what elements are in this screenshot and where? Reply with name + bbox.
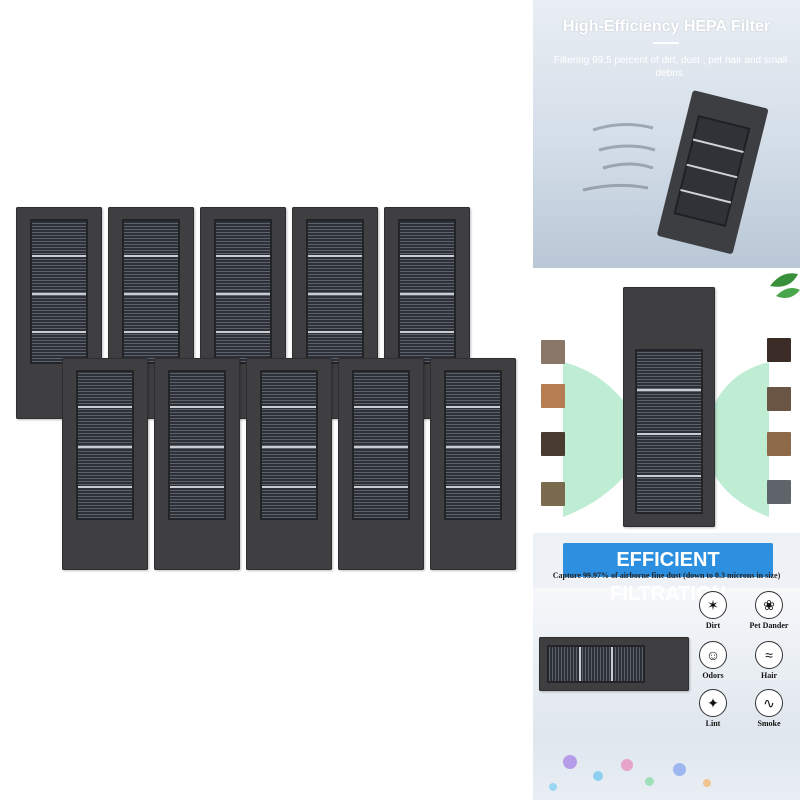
particle [703, 779, 711, 787]
filter-pack-image [16, 207, 516, 570]
photo-left-3 [541, 432, 565, 456]
filtration-caption: Capture 99.97% of airborne fine dust (do… [552, 571, 781, 580]
particle [563, 755, 577, 769]
paw-icon: ❀ [755, 591, 783, 619]
shirt-icon: ✦ [699, 689, 727, 717]
filter-back-5 [384, 207, 470, 419]
photo-left-4 [541, 482, 565, 506]
particle [549, 783, 557, 791]
feature-lint: ✦ Lint [683, 689, 743, 728]
broom-icon: ✶ [699, 591, 727, 619]
title-underline [653, 42, 679, 44]
smoke-icon: ∿ [755, 689, 783, 717]
airflow-wave-icon [563, 362, 769, 517]
particle [621, 759, 633, 771]
efficient-filtration-panel: EFFICIENT FILTRATION Capture 99.97% of a… [533, 533, 800, 800]
particle [673, 763, 686, 776]
filter-back-4 [292, 207, 378, 419]
filter-front-2 [154, 358, 240, 570]
photo-right-1 [767, 338, 791, 362]
face-icon: ☺ [699, 641, 727, 669]
filter-large [623, 287, 715, 527]
photo-right-2 [767, 387, 791, 411]
photo-right-4 [767, 480, 791, 504]
leaf-decoration-icon [770, 273, 800, 298]
filter-front-3 [246, 358, 332, 570]
filter-front-4 [338, 358, 424, 570]
feature-smoke: ∿ Smoke [739, 689, 799, 728]
hair-icon: ≈ [755, 641, 783, 669]
hepa-subtitle: Filtering 99.5 percent of dirt, dust , p… [553, 55, 788, 79]
filtration-banner: EFFICIENT FILTRATION [563, 543, 773, 605]
feature-hair: ≈ Hair [739, 641, 799, 680]
feature-pet-dander: ❀ Pet Dander [739, 591, 799, 630]
hepa-title: High-Efficiency HEPA Filter [562, 18, 771, 35]
feature-odors: ☺ Odors [683, 641, 743, 680]
airflow-illustration [582, 90, 769, 254]
filter-back-1 [16, 207, 102, 419]
photo-left-2 [541, 384, 565, 408]
particle [593, 771, 603, 781]
filter-front-5 [430, 358, 516, 570]
feature-dirt: ✶ Dirt [683, 591, 743, 630]
filter-horizontal [539, 637, 689, 691]
photo-left-1 [541, 340, 565, 364]
room-background [533, 588, 800, 800]
filter-close-up-panel [533, 272, 800, 530]
particle [645, 777, 654, 786]
photo-right-3 [767, 432, 791, 456]
filter-front-1 [62, 358, 148, 570]
hepa-info-panel: High-Efficiency HEPA Filter Filtering 99… [533, 0, 800, 268]
